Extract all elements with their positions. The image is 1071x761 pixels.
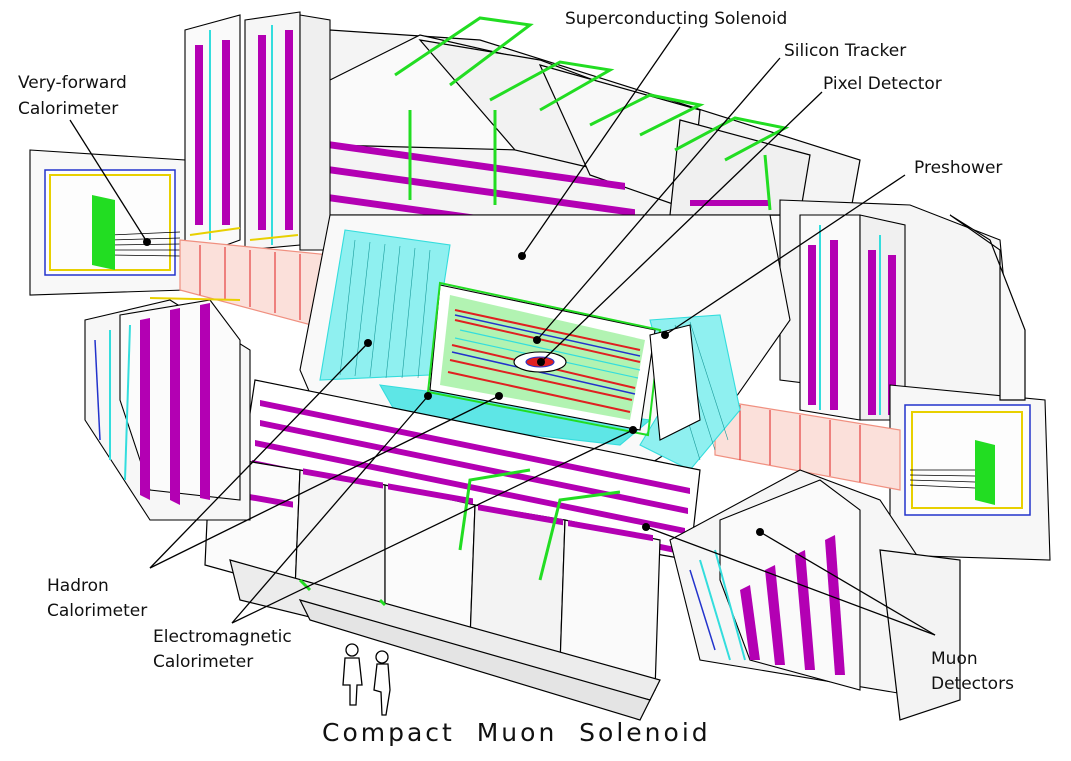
left-lower-muon-endcap bbox=[84, 297, 251, 521]
left-upper-muon-wheels bbox=[184, 11, 331, 261]
label-muon-line1: Muon bbox=[931, 649, 978, 669]
label-ecal-line1: Electromagnetic bbox=[153, 627, 292, 647]
label-silicon-tracker: Silicon Tracker bbox=[784, 41, 906, 61]
right-lower-muon-endcap bbox=[669, 469, 961, 701]
right-upper-muon-wheels bbox=[779, 199, 1016, 421]
label-superconducting-solenoid: Superconducting Solenoid bbox=[565, 9, 787, 29]
left-forward-calorimeter bbox=[29, 149, 331, 331]
label-pixel-detector: Pixel Detector bbox=[823, 74, 942, 94]
label-hadron-line2: Calorimeter bbox=[47, 601, 147, 621]
label-preshower: Preshower bbox=[914, 158, 1002, 178]
label-hadron-line1: Hadron bbox=[47, 576, 109, 596]
diagram-title: Compact Muon Solenoid bbox=[322, 718, 711, 747]
labels: Very-forward Calorimeter Superconducting… bbox=[18, 9, 1014, 747]
leader-lines bbox=[69, 26, 936, 636]
right-outer-disk bbox=[879, 214, 1026, 721]
label-ecal-line2: Calorimeter bbox=[153, 652, 253, 672]
label-very-forward-line1: Very-forward bbox=[18, 73, 127, 93]
human-figures bbox=[342, 643, 391, 716]
right-forward-calorimeter bbox=[714, 384, 1051, 561]
central-cavity bbox=[299, 214, 791, 471]
label-very-forward-line2: Calorimeter bbox=[18, 99, 118, 119]
label-muon-line2: Detectors bbox=[931, 674, 1014, 694]
coil-loops bbox=[394, 16, 790, 211]
detector-illustration bbox=[29, 11, 1051, 721]
